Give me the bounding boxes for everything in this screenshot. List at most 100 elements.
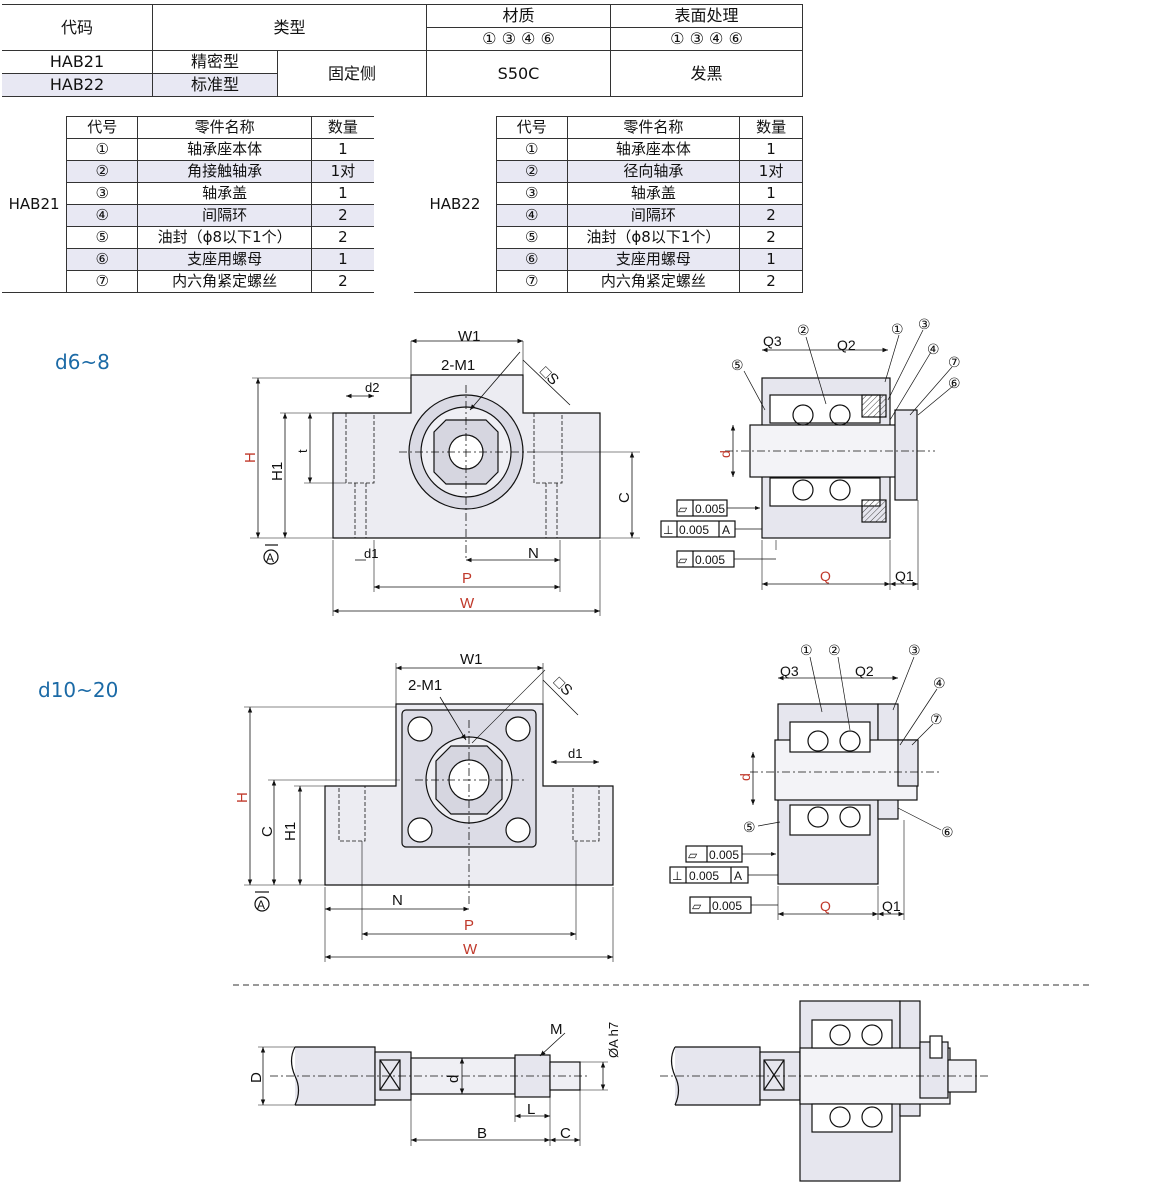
header-type: 类型: [152, 4, 427, 51]
d1-d2-label: d2: [365, 380, 379, 395]
d1-n-label: N: [528, 545, 539, 562]
d2-tol1-symbol: ▱: [688, 848, 698, 862]
d1-m1-label: 2-M1: [441, 357, 475, 374]
shaft-view: [258, 1032, 608, 1146]
d1-balloon-1: ①: [891, 321, 904, 337]
d2-tol3: 0.005: [712, 899, 742, 913]
header-surface: 表面处理: [610, 4, 803, 28]
d1-tol1: 0.005: [695, 502, 725, 516]
part-code: ⑦: [66, 270, 139, 293]
section-label-d10-20: d10~20: [38, 678, 119, 702]
d1-d-label: d: [717, 450, 733, 458]
shaft-l-label: L: [527, 1101, 535, 1118]
d2-side-view: [669, 656, 942, 920]
d2-s-label: □S: [550, 674, 576, 700]
d1-q-label: Q: [820, 568, 831, 584]
d1-w1-label: W1: [458, 328, 481, 345]
part-code: ⑦: [495, 270, 568, 293]
d1-tol3: 0.005: [695, 553, 725, 567]
d2-front-view: [244, 663, 614, 962]
d1-balloon-5: ⑤: [731, 357, 744, 373]
shaft-d-big-label: D: [248, 1072, 265, 1083]
d2-q1-label: Q1: [882, 898, 901, 914]
part-name: 径向轴承: [566, 160, 741, 183]
part-name: 内六角紧定螺丝: [137, 270, 312, 293]
d2-q3-label: Q3: [780, 663, 799, 679]
d2-balloon-7: ⑦: [930, 711, 943, 727]
d2-datum-a: A: [257, 898, 265, 912]
d2-front-labels: W1 2-M1 □S d1 H C H1 A N P W: [234, 651, 582, 958]
d2-balloon-5: ⑤: [743, 819, 756, 835]
d1-balloon-2: ②: [797, 322, 810, 338]
d1-tol2-symbol: ⊥: [663, 523, 673, 537]
row-code-2: HAB22: [2, 73, 153, 97]
d1-t-label: t: [295, 449, 310, 453]
d1-q1-label: Q1: [895, 568, 914, 584]
d2-w1-label: W1: [460, 651, 483, 668]
d1-w-label: W: [460, 595, 475, 612]
part-qty: 2: [310, 270, 374, 293]
shaft-a-label: ØA h7: [606, 1022, 621, 1058]
part-name: 轴承盖: [137, 182, 312, 205]
d1-p-label: P: [462, 570, 472, 587]
d2-tol2: 0.005: [689, 869, 719, 883]
header-code: 代码: [2, 4, 153, 51]
row-type-1: 精密型: [152, 50, 278, 74]
d1-datum-a: A: [266, 551, 274, 565]
d2-tol3-symbol: ▱: [692, 899, 702, 913]
d2-d1-label: d1: [568, 746, 582, 761]
d2-q-label: Q: [820, 898, 831, 914]
d2-tol2-symbol: ⊥: [672, 869, 682, 883]
d1-q3-label: Q3: [763, 333, 782, 349]
part-code: ④: [66, 204, 139, 227]
d2-p-label: P: [464, 917, 474, 934]
d2-side-labels: Q3 Q2 d Q Q1 ① ② ③ ④ ⑦ ⑤ ⑥ ▱ 0.005 ⊥ 0.0…: [672, 642, 954, 914]
d1-d1-label: d1: [364, 546, 378, 561]
parts-group-label: HAB22: [414, 116, 497, 293]
shaft-labels: D d M ØA h7 L B C: [248, 1021, 621, 1142]
d2-q2-label: Q2: [855, 663, 874, 679]
shaft-b-label: B: [477, 1125, 487, 1142]
type-table: 代码 类型 材质 表面处理 ① ③ ④ ⑥ ① ③ ④ ⑥ HAB21 精密型 …: [2, 4, 803, 97]
part-code: ①: [66, 138, 139, 161]
d2-balloon-6: ⑥: [941, 824, 954, 840]
part-name: 轴承座本体: [566, 138, 741, 161]
d1-tol2: 0.005: [679, 523, 709, 537]
shaft-d-label: d: [445, 1075, 462, 1083]
d2-n-label: N: [392, 892, 403, 909]
part-code: ①: [495, 138, 568, 161]
part-code: ③: [495, 182, 568, 205]
d2-tol1: 0.005: [709, 848, 739, 862]
d1-side-view: [660, 329, 954, 590]
d2-balloon-1: ①: [800, 642, 813, 658]
d2-m1-label: 2-M1: [408, 677, 442, 694]
parts-header-qty: 数量: [310, 116, 374, 139]
row-type-2: 标准型: [152, 73, 278, 97]
side-cell: 固定侧: [277, 50, 427, 97]
d2-balloon-2: ②: [828, 642, 841, 658]
d2-w-label: W: [463, 941, 478, 958]
assembly-view: [660, 1000, 990, 1182]
d1-balloon-4: ④: [927, 341, 940, 357]
surface-cell: 发黑: [610, 50, 803, 97]
d2-h-label: H: [234, 792, 251, 803]
d1-side-labels: Q3 Q2 d Q Q1 ⑤ ② ① ③ ④ ⑦ ⑥ ▱ 0.005 ⊥ 0.0…: [663, 316, 961, 584]
part-qty: 2: [739, 270, 803, 293]
section-label-d6-8: d6~8: [55, 350, 110, 374]
d1-tol1-symbol: ▱: [678, 502, 688, 516]
d1-tol2-ref: A: [722, 523, 730, 537]
d2-d-label: d: [737, 773, 753, 781]
part-name: 油封（ϕ8以下1个）: [566, 226, 741, 249]
d1-front-labels: W1 2-M1 □S d2 t H H1 C A d1 N P W: [242, 328, 633, 612]
d2-tol2-ref: A: [734, 869, 742, 883]
d2-c-label: C: [259, 826, 276, 837]
d1-c-label: C: [616, 492, 633, 503]
d1-balloon-3: ③: [918, 316, 931, 332]
d2-balloon-3: ③: [908, 642, 921, 658]
d1-q2-label: Q2: [837, 337, 856, 353]
parts-group-label: HAB21: [2, 116, 67, 293]
d1-balloon-7: ⑦: [948, 354, 961, 370]
